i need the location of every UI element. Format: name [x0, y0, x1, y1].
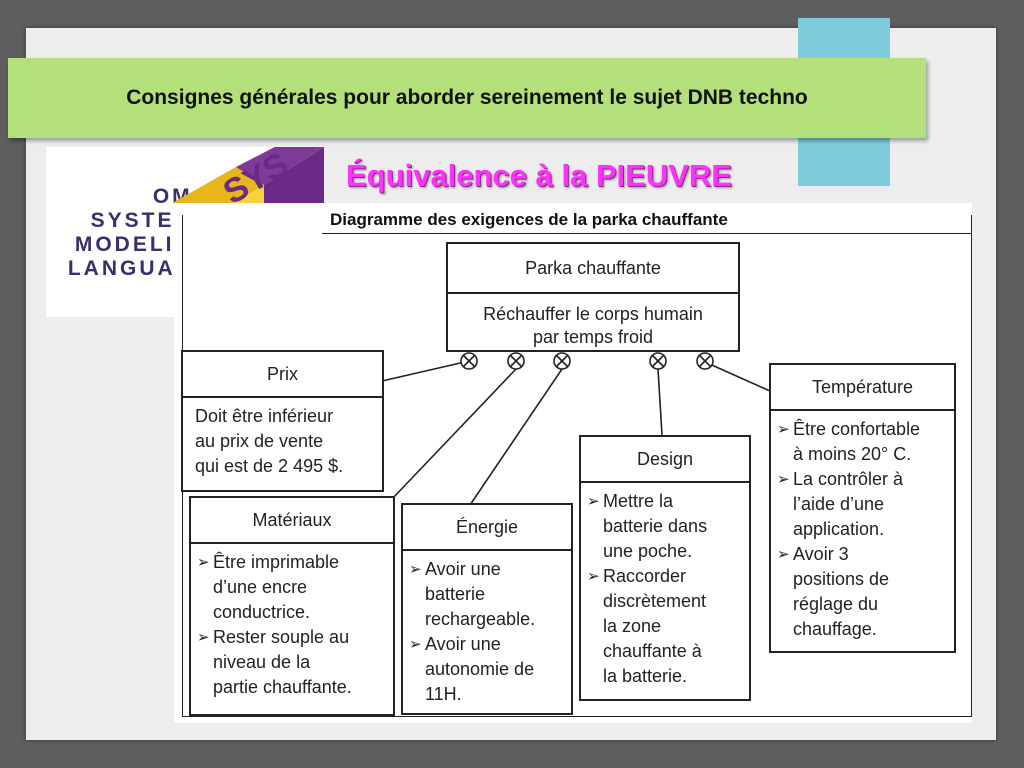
- item-line: partie chauffante.: [213, 677, 352, 697]
- design-name: Design: [581, 437, 749, 483]
- item-line: Être confortable: [793, 419, 921, 439]
- prix-block: Prix Doit être inférieur au prix de vent…: [181, 350, 384, 492]
- bullet-arrow-icon: ➢: [777, 471, 790, 488]
- requirement-item: ➢ Mettre la batterie dans une poche.: [587, 489, 743, 564]
- requirement-item: ➢ Être imprimable d’une encre conductric…: [197, 550, 387, 625]
- temperature-name: Température: [771, 365, 954, 411]
- item-line: Rester souple au: [213, 627, 350, 647]
- item-line: niveau de la: [213, 652, 311, 672]
- main-requirement-text: Réchauffer le corps humain: [483, 304, 703, 324]
- header-title: Consignes générales pour aborder sereine…: [8, 58, 926, 138]
- item-line: conductrice.: [213, 602, 311, 622]
- item-line: Raccorder: [603, 566, 687, 586]
- item-line: la zone: [603, 616, 662, 636]
- item-line: Avoir une: [425, 559, 501, 579]
- item-line: Avoir une: [425, 634, 501, 654]
- item-line: batterie dans: [603, 516, 708, 536]
- item-line: l’aide d’une: [793, 494, 885, 514]
- design-block: Design ➢ Mettre la batterie dans une poc…: [579, 435, 751, 701]
- diagram-links: [381, 352, 771, 506]
- requirement-item: ➢ Raccorder discrètement la zone chauffa…: [587, 564, 743, 689]
- prix-text: Doit être inférieur: [195, 406, 334, 426]
- energie-name: Énergie: [403, 505, 571, 551]
- item-line: autonomie de: [425, 659, 535, 679]
- bullet-arrow-icon: ➢: [409, 636, 422, 653]
- item-line: la batterie.: [603, 666, 688, 686]
- item-line: à moins 20° C.: [793, 444, 912, 464]
- subtitle: Équivalence à la PIEUVRE: [346, 158, 732, 193]
- item-line: d’une encre: [213, 577, 308, 597]
- item-line: chauffage.: [793, 619, 877, 639]
- main-requirement-name: Parka chauffante: [448, 244, 738, 294]
- item-line: Mettre la: [603, 491, 674, 511]
- diagram-title-divider: [322, 233, 972, 234]
- bullet-arrow-icon: ➢: [777, 546, 790, 563]
- item-line: réglage du: [793, 594, 879, 614]
- prix-name: Prix: [183, 352, 382, 398]
- requirement-item: ➢ Avoir 3 positions de réglage du chauff…: [777, 542, 948, 642]
- item-line: La contrôler à: [793, 469, 904, 489]
- item-line: Être imprimable: [213, 552, 340, 572]
- item-line: rechargeable.: [425, 609, 536, 629]
- requirement-item: ➢ Rester souple au niveau de la partie c…: [197, 625, 387, 700]
- requirement-item: ➢ La contrôler à l’aide d’une applicatio…: [777, 467, 948, 542]
- bullet-arrow-icon: ➢: [197, 554, 210, 571]
- item-line: batterie: [425, 584, 486, 604]
- item-line: chauffante à: [603, 641, 702, 661]
- item-line: une poche.: [603, 541, 693, 561]
- item-line: positions de: [793, 569, 890, 589]
- item-line: discrètement: [603, 591, 707, 611]
- bullet-arrow-icon: ➢: [587, 493, 600, 510]
- bullet-arrow-icon: ➢: [777, 421, 790, 438]
- logo-line: LANGUAGE: [67, 257, 212, 280]
- requirements-diagram: Diagramme des exigences de la parka chau…: [174, 203, 972, 723]
- materiaux-name: Matériaux: [191, 498, 393, 544]
- prix-text: au prix de vente: [195, 431, 324, 451]
- bullet-arrow-icon: ➢: [409, 561, 422, 578]
- energie-block: Énergie ➢ Avoir une batterie rechargeabl…: [401, 503, 573, 715]
- item-line: Avoir 3: [793, 544, 849, 564]
- requirement-item: ➢ Avoir une autonomie de 11H.: [409, 632, 565, 707]
- materiaux-block: Matériaux ➢ Être imprimable d’une encre …: [189, 496, 395, 716]
- bullet-arrow-icon: ➢: [587, 568, 600, 585]
- requirement-item: ➢ Être confortable à moins 20° C.: [777, 417, 948, 467]
- main-requirement-block: Parka chauffante Réchauffer le corps hum…: [446, 242, 740, 352]
- item-line: application.: [793, 519, 885, 539]
- temperature-block: Température ➢ Être confortable à moins 2…: [769, 363, 956, 653]
- prix-text: qui est de 2 495 $.: [195, 456, 344, 476]
- bullet-arrow-icon: ➢: [197, 629, 210, 646]
- diagram-title: Diagramme des exigences de la parka chau…: [330, 210, 728, 229]
- requirement-item: ➢ Avoir une batterie rechargeable.: [409, 557, 565, 632]
- main-requirement-text: par temps froid: [532, 327, 654, 347]
- item-line: 11H.: [425, 684, 462, 704]
